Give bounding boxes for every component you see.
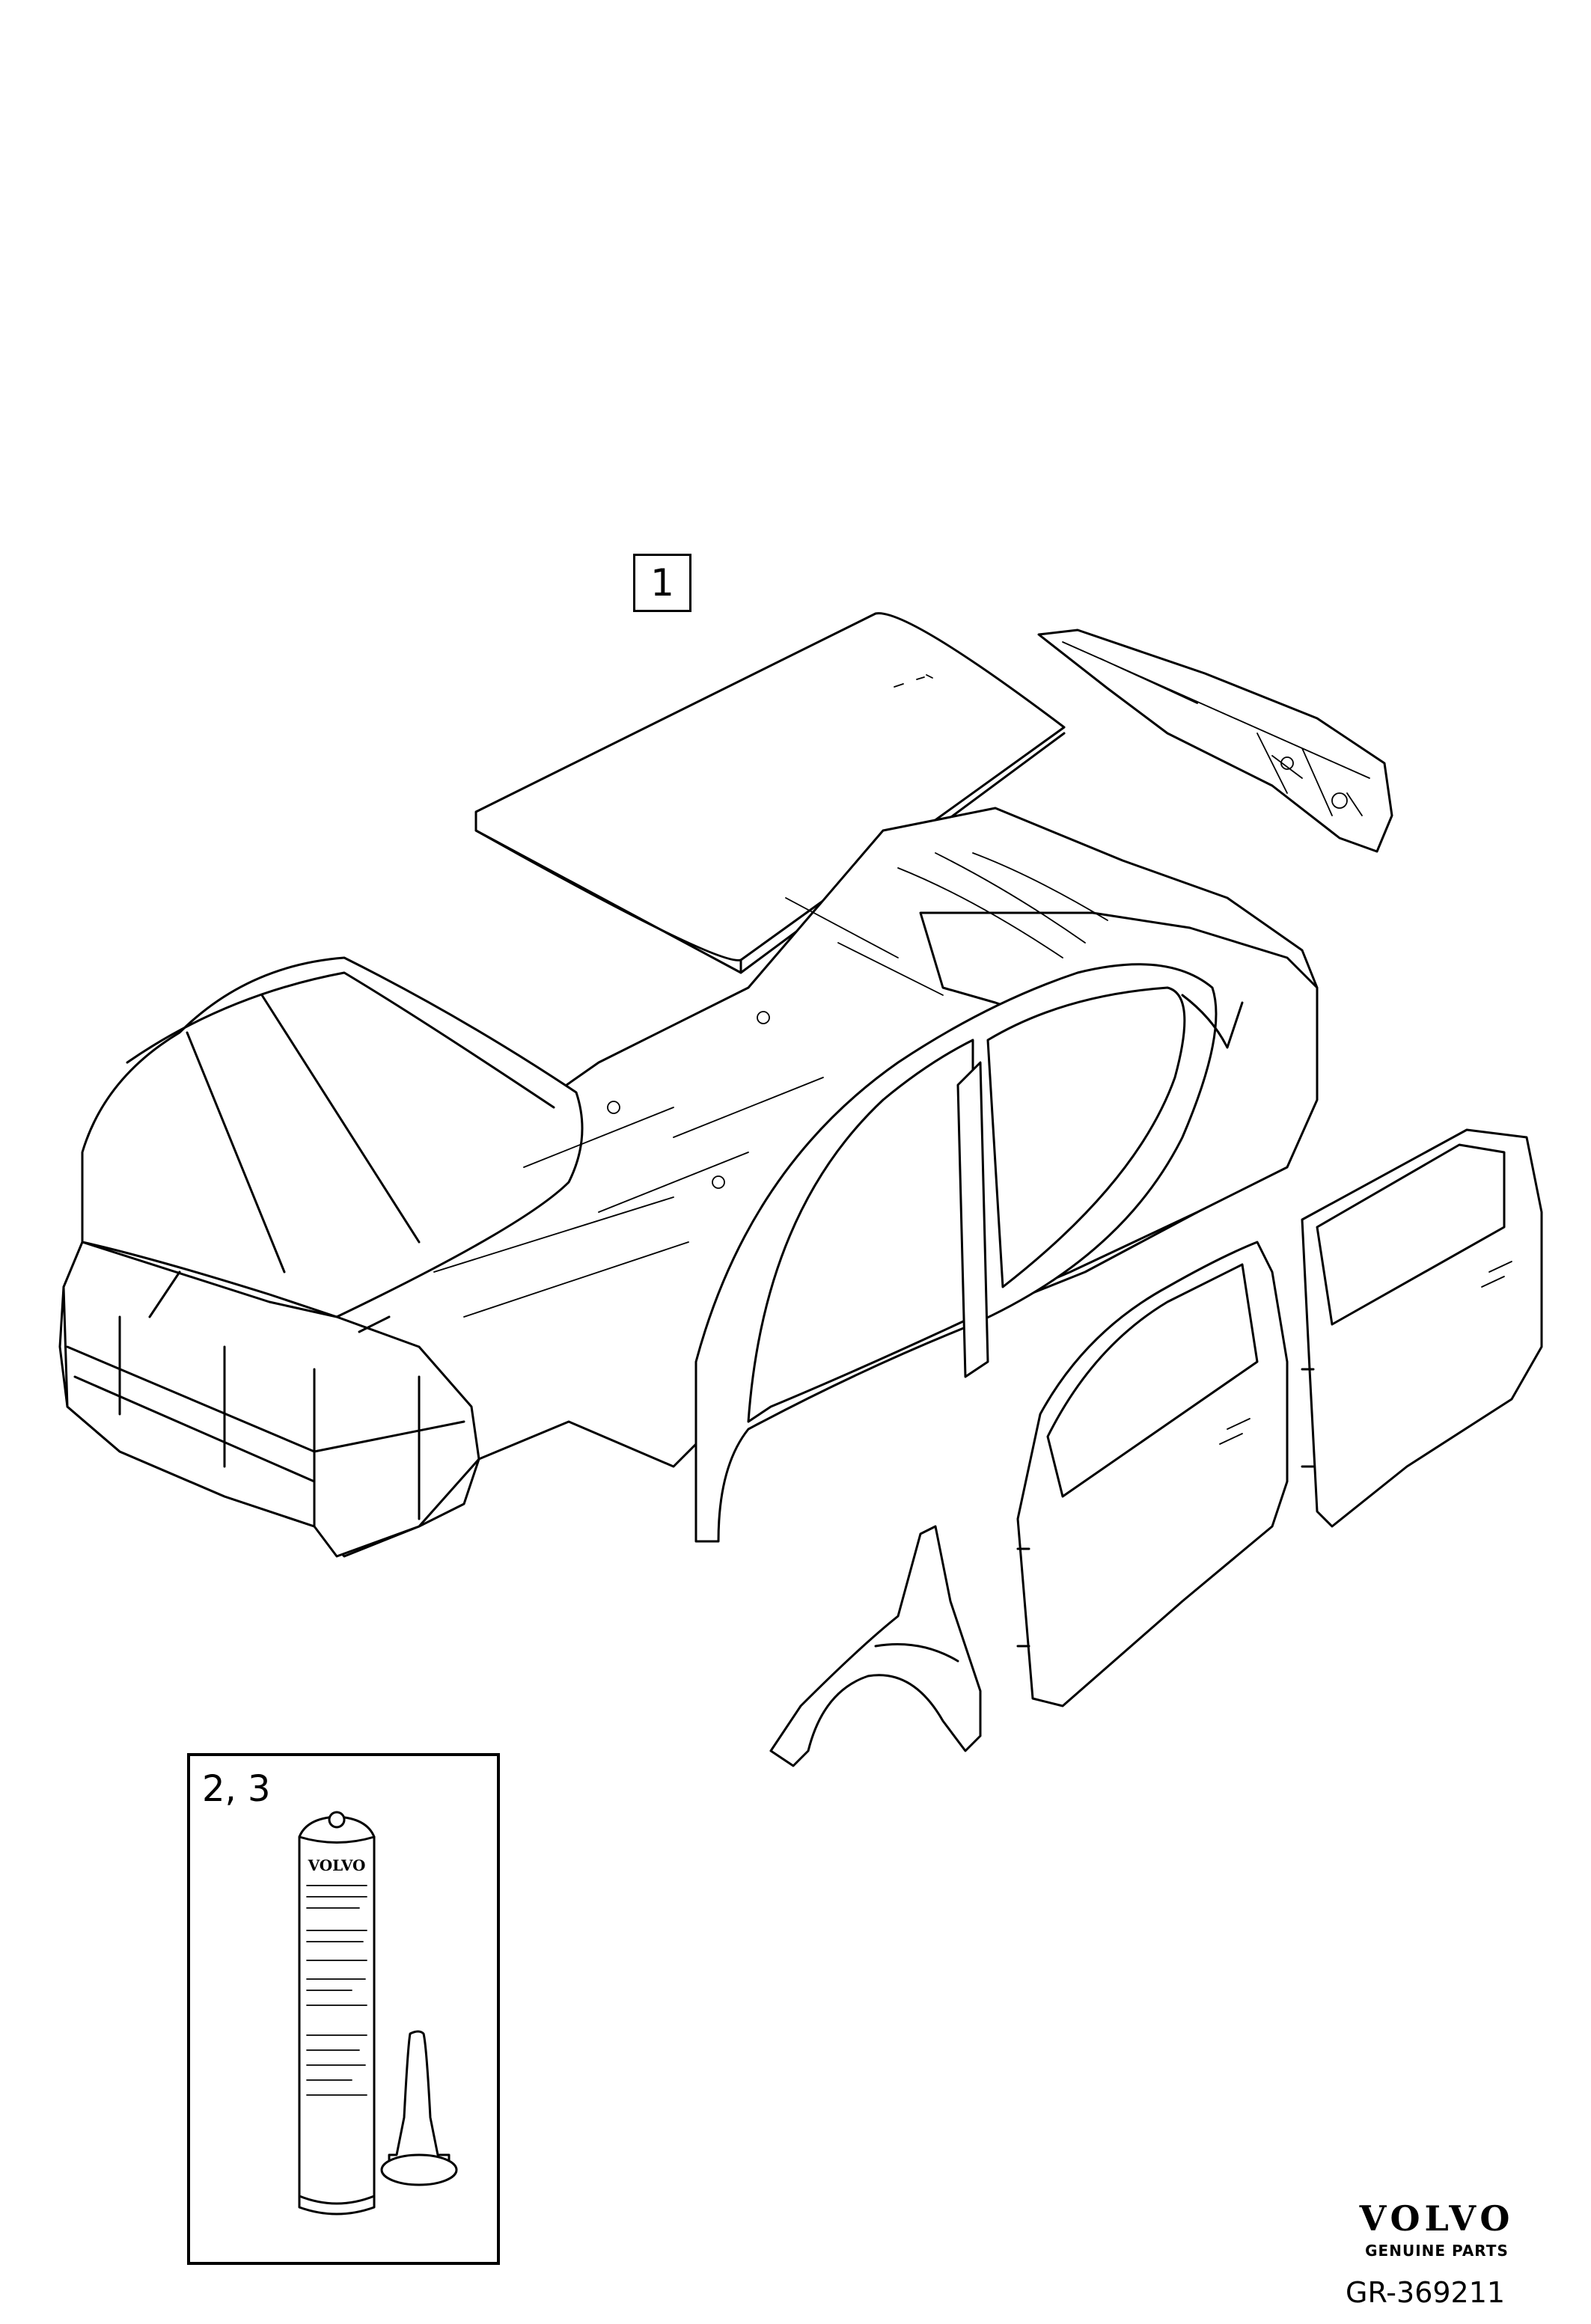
nozzle-icon — [380, 2030, 458, 2186]
brand-tagline: GENUINE PARTS — [1365, 2242, 1509, 2260]
rear-crossmember-icon — [1037, 629, 1393, 853]
callout-body-kit: 1 — [633, 554, 691, 612]
front-fender-icon — [769, 1525, 982, 1767]
reference-code: GR-369211 — [1346, 2276, 1506, 2309]
rear-door-icon — [1301, 1128, 1543, 1528]
callout-sealant-kit: 2, 3 — [202, 1768, 271, 1810]
sealant-kit-frame: 2, 3 — [187, 1753, 500, 2265]
brand-logo: VOLVO GENUINE PARTS — [1347, 2201, 1527, 2260]
brand-name: VOLVO — [1359, 2198, 1515, 2239]
roof-panel-icon — [474, 612, 1066, 974]
front-door-icon — [1016, 1241, 1289, 1707]
sealant-cartridge-icon: VOLVO — [298, 1811, 376, 2216]
car-body-shell-icon — [58, 807, 1319, 1558]
tube-brand-label: VOLVO — [308, 1856, 366, 1874]
